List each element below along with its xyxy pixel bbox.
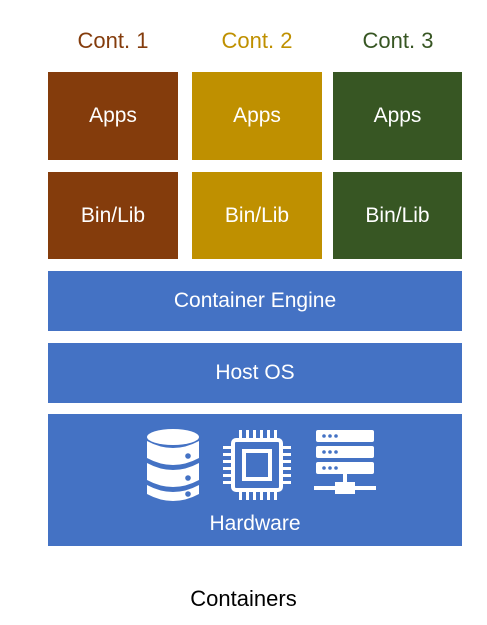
database-icon — [147, 429, 199, 501]
container-1-apps: Apps — [48, 72, 178, 160]
container-engine-layer: Container Engine — [48, 271, 462, 331]
cpu-chip-icon — [223, 430, 291, 500]
container-3-binlib: Bin/Lib — [333, 172, 462, 259]
container-2-apps: Apps — [192, 72, 322, 160]
container-3-apps: Apps — [333, 72, 462, 160]
hardware-icons — [48, 428, 462, 504]
hardware-label: Hardware — [209, 512, 301, 535]
server-rack-icon — [314, 430, 376, 494]
host-os-layer: Host OS — [48, 343, 462, 403]
container-1-binlib: Bin/Lib — [48, 172, 178, 259]
container-2-binlib: Bin/Lib — [192, 172, 322, 259]
container-3-title: Cont. 3 — [362, 28, 434, 53]
container-2-title: Cont. 2 — [221, 28, 293, 53]
container-1-title: Cont. 1 — [77, 28, 149, 53]
diagram-caption: Containers — [190, 586, 297, 611]
